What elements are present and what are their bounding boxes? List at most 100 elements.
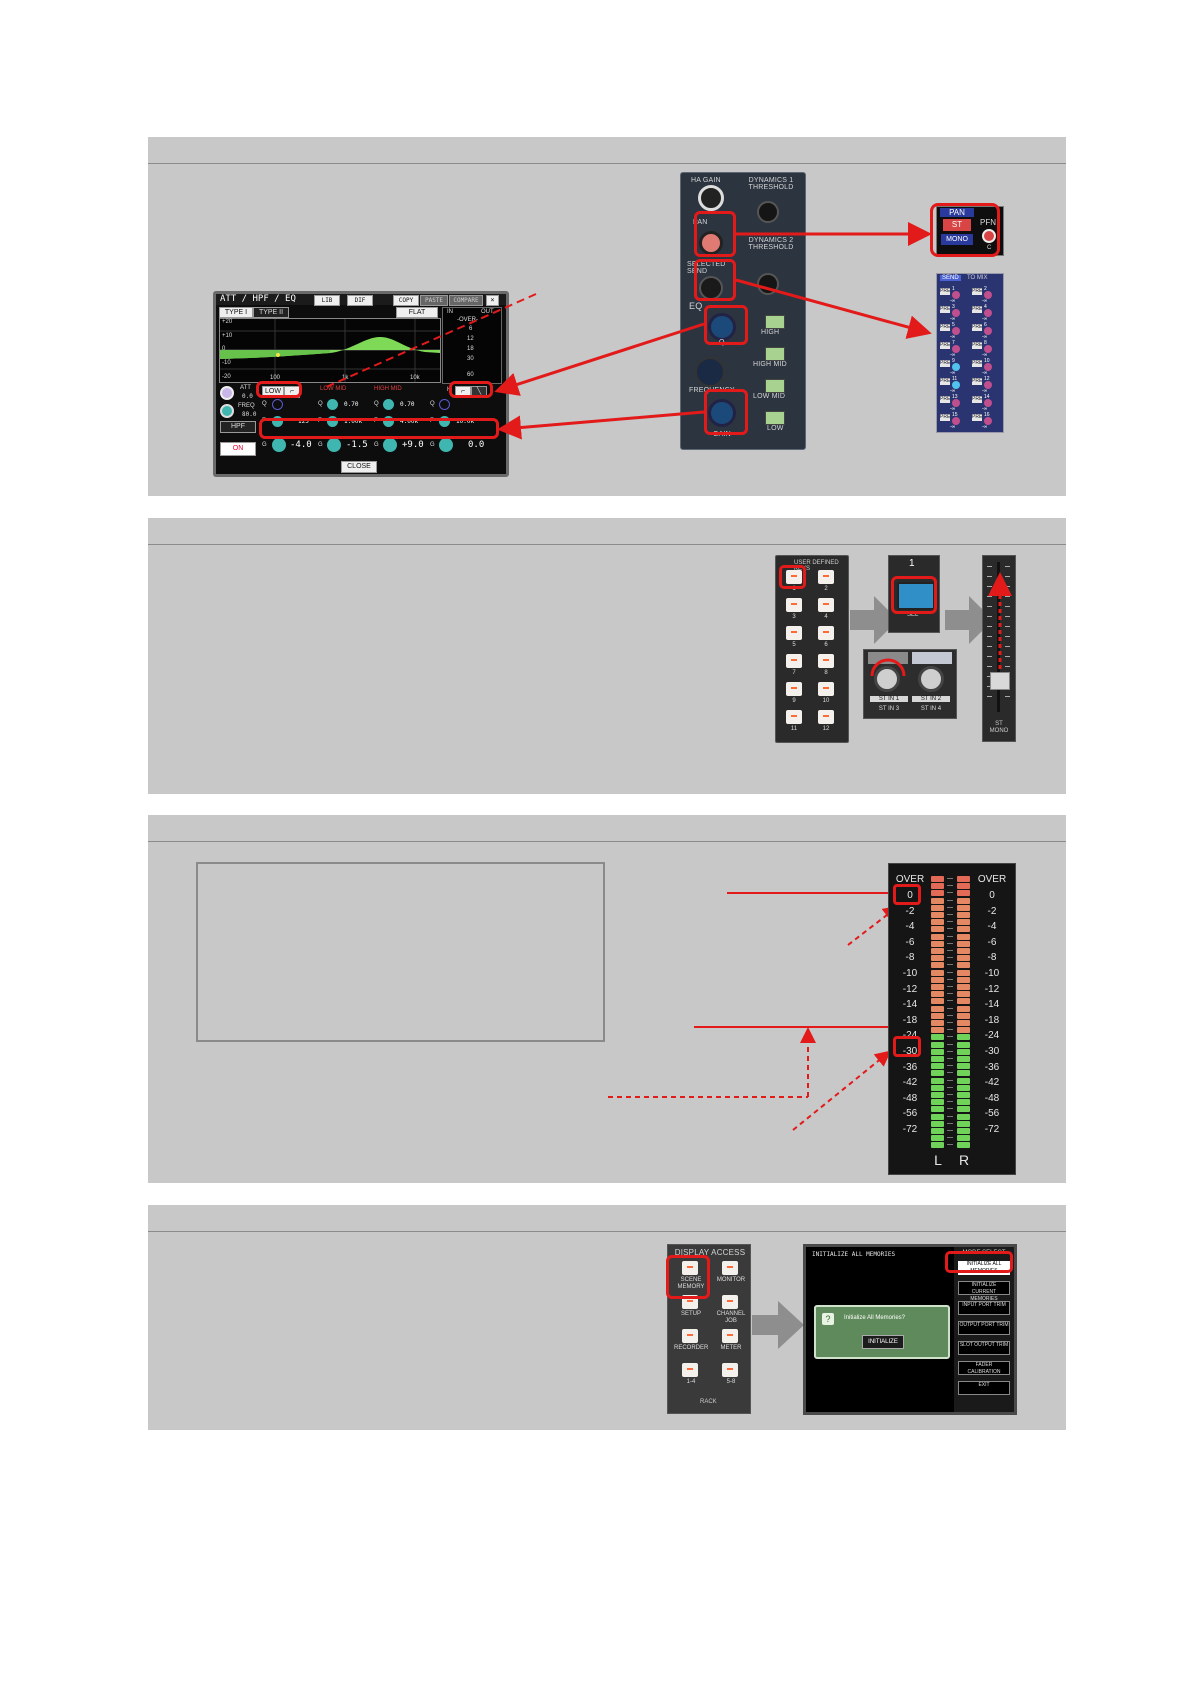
stin-2-knob[interactable] [918, 666, 944, 692]
tab-dif[interactable]: DIF [347, 295, 373, 306]
tab-compare[interactable]: COMPARE [449, 295, 483, 306]
mix-send-knob[interactable] [952, 399, 960, 407]
ha-gain-knob[interactable] [698, 185, 724, 211]
mix-send-knob[interactable] [984, 327, 992, 335]
initialize-button[interactable]: INITIALIZE [862, 1335, 904, 1349]
freq-knob[interactable] [220, 404, 234, 418]
q-knob-low-mid[interactable] [327, 399, 338, 410]
display-key-scene-memory[interactable] [682, 1261, 698, 1275]
mix-send-knob[interactable] [952, 291, 960, 299]
pre-button[interactable]: PRE [940, 324, 951, 331]
mode-button[interactable]: EXIT [958, 1381, 1010, 1395]
user-key-11[interactable] [786, 710, 802, 724]
g-knob-high[interactable] [439, 438, 453, 452]
display-key-recorder[interactable] [682, 1329, 698, 1343]
user-key-3[interactable] [786, 598, 802, 612]
mode-button[interactable]: FADER CALIBRATION [958, 1361, 1010, 1375]
eq-on-button[interactable]: ON [220, 442, 256, 456]
pre-button[interactable]: PRE [940, 396, 951, 403]
user-key-4[interactable] [818, 598, 834, 612]
pan-knob[interactable] [699, 231, 723, 255]
flat-button[interactable]: FLAT [396, 307, 438, 318]
tab-lib[interactable]: LIB [314, 295, 340, 306]
band-high-button[interactable] [765, 315, 785, 329]
tab-copy[interactable]: COPY [393, 295, 419, 306]
mode-button[interactable]: SLOT OUTPUT TRIM [958, 1341, 1010, 1355]
fader-knob[interactable] [990, 672, 1010, 690]
mix-send-knob[interactable] [984, 399, 992, 407]
mix-send-knob[interactable] [952, 309, 960, 317]
mix-send-knob[interactable] [952, 381, 960, 389]
pre-button[interactable]: PRE [940, 378, 951, 385]
user-key-12[interactable] [818, 710, 834, 724]
mix-send-knob[interactable] [984, 345, 992, 353]
user-key-1[interactable] [786, 570, 802, 584]
display-key-1-4[interactable] [682, 1363, 698, 1377]
pre-button[interactable]: PRE [972, 360, 983, 367]
g-knob-low[interactable] [272, 438, 286, 452]
eq-close-button[interactable]: CLOSE [341, 461, 377, 473]
pan-popup-knob[interactable] [982, 229, 996, 243]
q-knob-high[interactable] [439, 399, 450, 410]
pre-button[interactable]: PRE [940, 414, 951, 421]
user-key-10[interactable] [818, 682, 834, 696]
eq-gain-knob[interactable] [708, 399, 736, 427]
mix-send-knob[interactable] [984, 291, 992, 299]
pre-button[interactable]: PRE [940, 288, 951, 295]
g-knob-high-mid[interactable] [383, 438, 397, 452]
dyn1-knob[interactable] [757, 201, 779, 223]
mix-send-knob[interactable] [984, 381, 992, 389]
tab-paste[interactable]: PASTE [420, 295, 448, 306]
user-key-8[interactable] [818, 654, 834, 668]
mix-send-knob[interactable] [952, 363, 960, 371]
user-key-2[interactable] [818, 570, 834, 584]
pre-button[interactable]: PRE [972, 396, 983, 403]
stin-1-knob[interactable] [874, 666, 900, 692]
q-knob-low[interactable] [272, 399, 283, 410]
pan-mono-button[interactable]: MONO [941, 234, 973, 245]
q-knob-high-mid[interactable] [383, 399, 394, 410]
mode-button[interactable]: INPUT PORT TRIM [958, 1301, 1010, 1315]
g-knob-low-mid[interactable] [327, 438, 341, 452]
close-icon[interactable]: × [486, 295, 499, 306]
pre-button[interactable]: PRE [940, 360, 951, 367]
tab-type-1[interactable]: TYPE I [219, 307, 253, 318]
band-low-mid-button[interactable] [765, 379, 785, 393]
pre-button[interactable]: PRE [972, 414, 983, 421]
pan-st-button[interactable]: ST [943, 219, 971, 231]
mode-button[interactable]: INITIALIZE CURRENT MEMORIES [958, 1281, 1010, 1302]
dyn2-knob[interactable] [757, 273, 779, 295]
tab-type-2[interactable]: TYPE II [253, 307, 289, 318]
pre-button[interactable]: PRE [972, 378, 983, 385]
display-key-channel-job[interactable] [722, 1295, 738, 1309]
f-knob-high-mid[interactable] [383, 416, 394, 427]
pre-button[interactable]: PRE [972, 306, 983, 313]
pre-button[interactable]: PRE [940, 342, 951, 349]
mix-send-knob[interactable] [952, 417, 960, 425]
mix-send-knob[interactable] [984, 309, 992, 317]
pre-button[interactable]: PRE [972, 288, 983, 295]
user-key-6[interactable] [818, 626, 834, 640]
mode-button[interactable]: OUTPUT PORT TRIM [958, 1321, 1010, 1335]
f-knob-low[interactable] [272, 416, 283, 427]
eq-q-knob[interactable] [708, 313, 736, 341]
f-knob-high[interactable] [439, 416, 450, 427]
display-key-meter[interactable] [722, 1329, 738, 1343]
pre-button[interactable]: PRE [972, 324, 983, 331]
mix-send-knob[interactable] [952, 327, 960, 335]
user-key-7[interactable] [786, 654, 802, 668]
display-key-monitor[interactable] [722, 1261, 738, 1275]
eq-frequency-knob[interactable] [695, 357, 725, 387]
display-key-5-8[interactable] [722, 1363, 738, 1377]
f-knob-low-mid[interactable] [327, 416, 338, 427]
att-knob[interactable] [220, 386, 234, 400]
mix-send-knob[interactable] [984, 363, 992, 371]
mix-send-knob[interactable] [984, 417, 992, 425]
pre-button[interactable]: PRE [940, 306, 951, 313]
user-key-9[interactable] [786, 682, 802, 696]
user-key-5[interactable] [786, 626, 802, 640]
band-low-button[interactable] [765, 411, 785, 425]
hpf-button[interactable]: HPF [220, 421, 256, 433]
band-high-mid-button[interactable] [765, 347, 785, 361]
pre-button[interactable]: PRE [972, 342, 983, 349]
